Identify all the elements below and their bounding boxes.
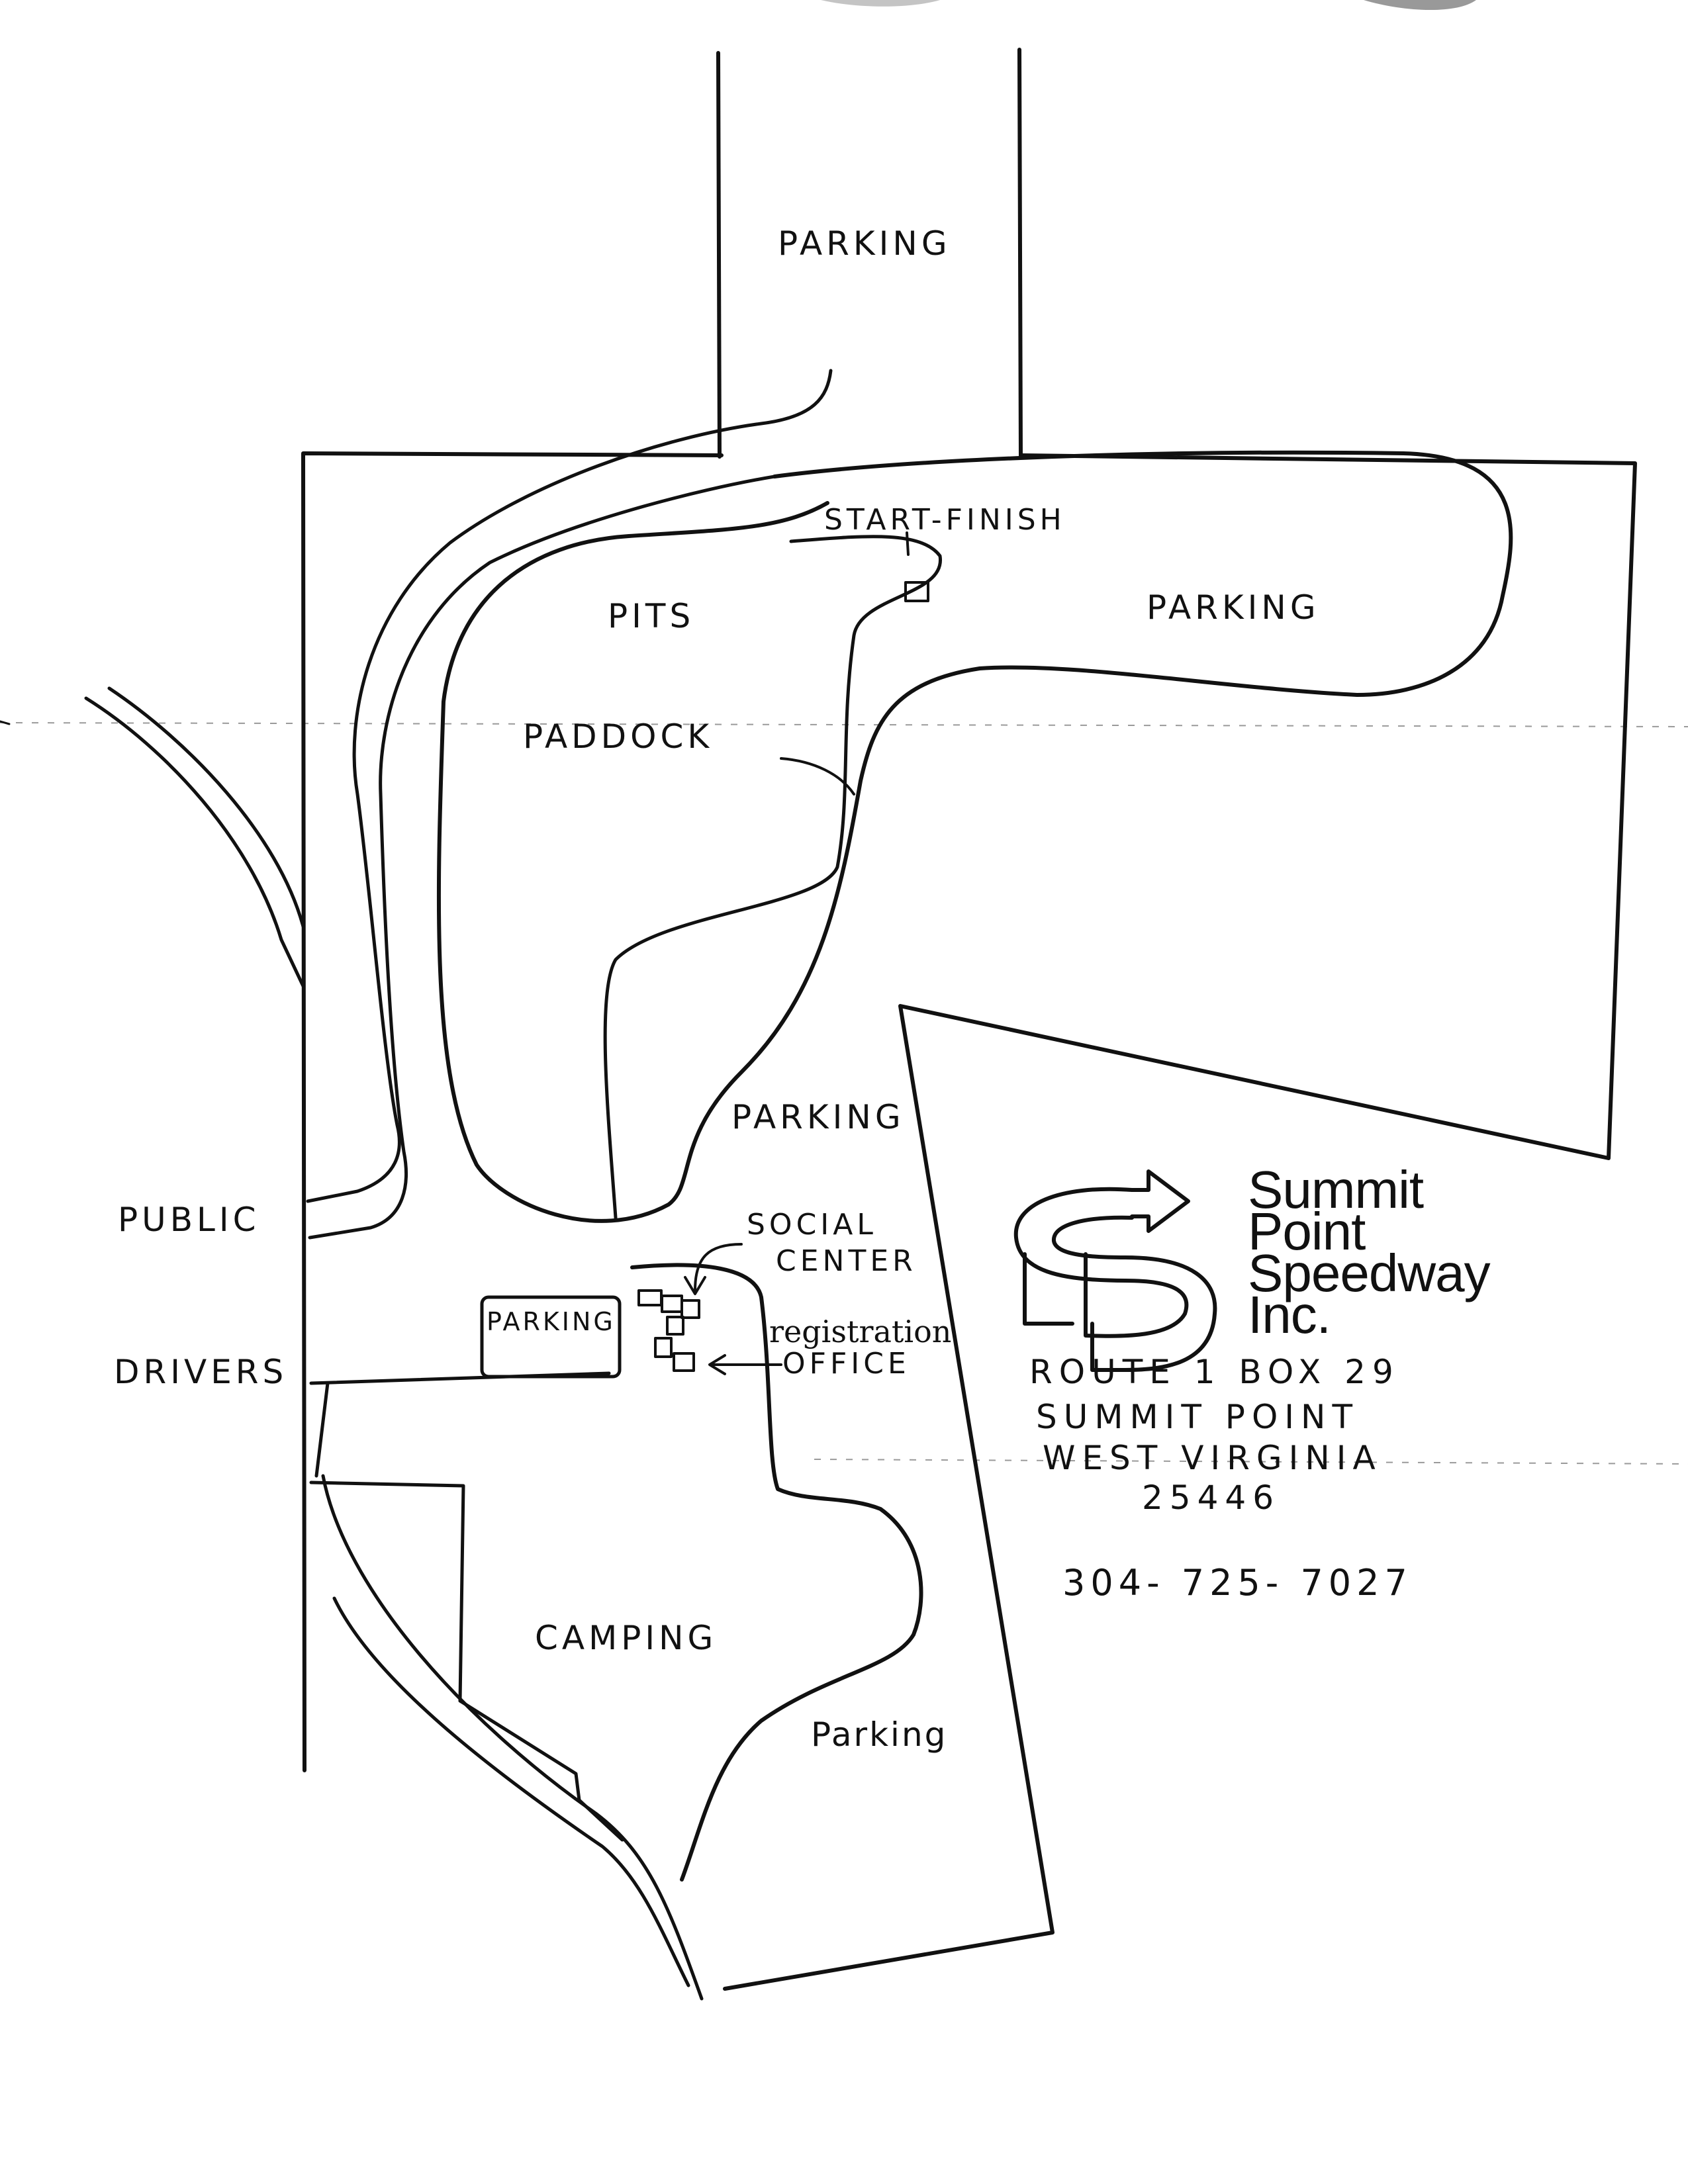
paddock-road [603, 535, 942, 1220]
start-finish-tick [906, 531, 910, 556]
building-4 [666, 1316, 684, 1336]
company-name-line2: Point [1248, 1202, 1366, 1261]
edge-tick [0, 720, 11, 725]
parking-box-label: PARKING [487, 1307, 616, 1336]
company-name-line3: Speedway [1248, 1244, 1491, 1302]
logo-s-inner [1052, 1215, 1217, 1372]
building-1 [637, 1289, 663, 1306]
address-line4: 25446 [1142, 1479, 1280, 1517]
parking-middle-label: PARKING [731, 1098, 905, 1136]
company-name-line4: Inc. [1248, 1285, 1331, 1344]
race-track-outer [436, 450, 1513, 1223]
public-road-edge-1 [84, 696, 305, 988]
office-label: OFFICE [782, 1347, 910, 1381]
start-finish-tower [904, 581, 929, 602]
paddock-label: PADDOCK [523, 717, 713, 756]
start-finish-label: START-FINISH [824, 503, 1066, 537]
registration-label: registration [769, 1314, 951, 1349]
public-road-lower-edge-2 [332, 1596, 690, 1987]
company-name-line1: Summit [1248, 1160, 1424, 1219]
pits-label: PITS [608, 597, 694, 635]
scan-fold-line [0, 722, 1688, 727]
office-arrow-head [708, 1354, 726, 1375]
parking-right-label: PARKING [1147, 588, 1320, 627]
scan-smudge-1 [821, 0, 940, 7]
parking-box [480, 1295, 622, 1379]
address-line2: SUMMIT POINT [1036, 1398, 1359, 1436]
scan-fold-line-lower [814, 1459, 1688, 1465]
property-boundary-west [301, 451, 724, 1772]
parking-bottom-label: Parking [811, 1715, 947, 1754]
building-6 [673, 1352, 695, 1372]
address-line3: WEST VIRGINIA [1043, 1439, 1382, 1477]
building-3 [680, 1299, 700, 1319]
building-5 [654, 1337, 673, 1358]
top-road-right-edge [1017, 48, 1023, 457]
public-road-lower-edge-1 [321, 1474, 704, 2001]
access-road-outer [306, 369, 833, 1203]
public-label: PUBLIC [118, 1201, 260, 1239]
speedway-logo-icon [1013, 1169, 1217, 1372]
phone-number: 304- 725- 7027 [1062, 1562, 1413, 1604]
building-2 [661, 1295, 683, 1313]
scan-smudge-2 [1364, 0, 1476, 11]
address-line1: ROUTE 1 BOX 29 [1029, 1353, 1400, 1391]
access-road-inner [308, 475, 776, 1240]
camping-boundary-south [458, 1699, 624, 1842]
public-road-gap [314, 1381, 330, 1478]
logo-p-stem [1023, 1252, 1074, 1326]
property-boundary-east [723, 453, 1637, 1991]
drivers-label: DRIVERS [114, 1353, 287, 1391]
paddock-leader [780, 757, 855, 796]
social-center-label-2: CENTER [776, 1244, 917, 1278]
camping-label: CAMPING [535, 1619, 717, 1657]
parking-top-label: PARKING [778, 224, 951, 263]
logo-s-outer [1013, 1187, 1189, 1338]
public-road-edge-2 [107, 686, 305, 929]
top-road-left-edge [716, 51, 722, 459]
social-center-arrow [694, 1243, 743, 1292]
logo-arrow [1130, 1169, 1190, 1233]
social-center-arrow-head [684, 1276, 706, 1295]
lower-track-loop [630, 1263, 923, 1882]
camping-boundary [309, 1480, 465, 1703]
social-center-label-1: SOCIAL [747, 1208, 877, 1242]
